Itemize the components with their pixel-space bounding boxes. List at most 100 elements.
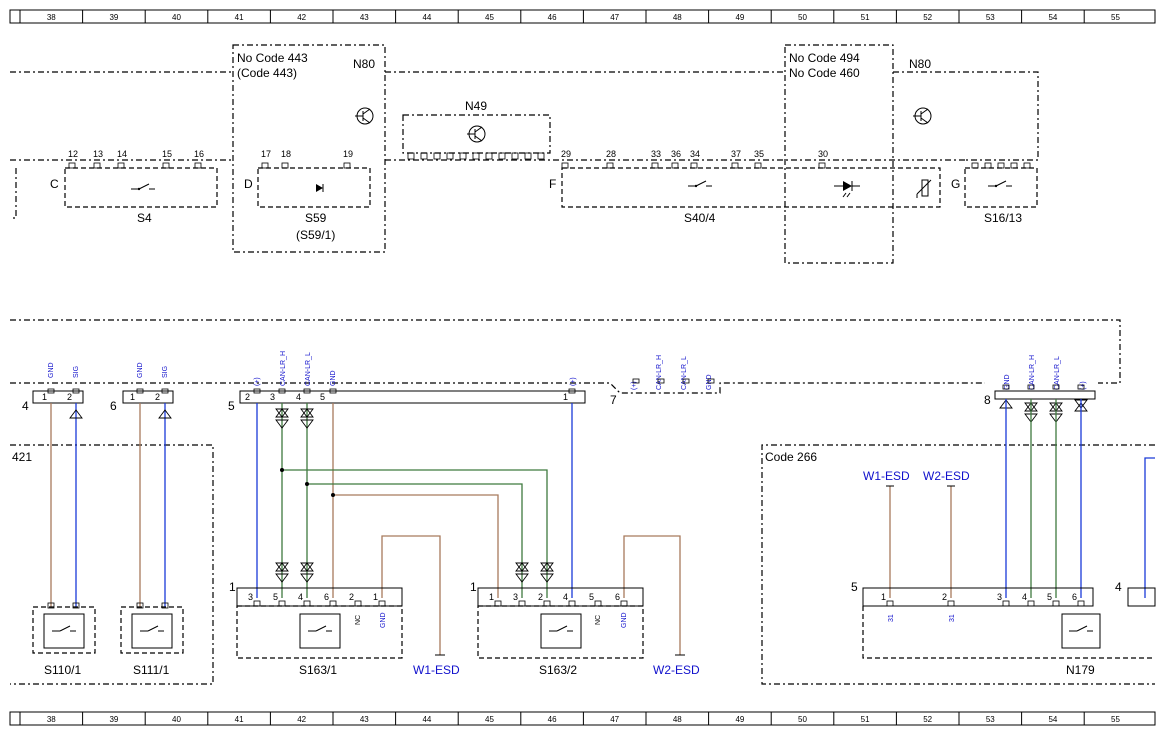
grid-col-38: 38	[47, 715, 56, 724]
c5-sig-gnd: GND	[330, 370, 337, 386]
grid-col-49: 49	[735, 13, 744, 22]
c4-sig-sig: SIG	[73, 366, 80, 378]
n49-label: N49	[465, 99, 487, 113]
c-pin-12: 12	[68, 149, 78, 159]
f-pin-37: 37	[731, 149, 741, 159]
c-pin-13: 13	[93, 149, 103, 159]
led-icon-s40-4	[834, 181, 860, 198]
w1-esd-label: W1-ESD	[413, 663, 460, 677]
f-pin-35: 35	[754, 149, 764, 159]
f-pin-34: 34	[690, 149, 700, 159]
f-pin-30: 30	[818, 149, 828, 159]
c-pin-16: 16	[194, 149, 204, 159]
grid-col-43: 43	[360, 715, 369, 724]
w2-esd-label-top: W2-ESD	[923, 469, 970, 483]
box-421-label: 421	[12, 450, 32, 464]
n179-pin31-a: 31	[888, 614, 895, 622]
transistor-icon-n80-1	[355, 107, 374, 125]
code-box-1-line2: (Code 443)	[237, 66, 297, 80]
s16-13-label: S16/13	[984, 211, 1022, 225]
n80-label-1: N80	[353, 57, 375, 71]
s163-1-gnd: GND	[380, 612, 387, 628]
n179-pin-6: 6	[1072, 592, 1077, 602]
c6-pin-2: 2	[155, 392, 160, 402]
grid-col-44: 44	[422, 13, 431, 22]
n179-pin-2: 2	[942, 592, 947, 602]
n179-pin-5: 5	[1047, 592, 1052, 602]
grid-col-39: 39	[109, 715, 118, 724]
c7-sig-gnd: GND	[706, 374, 713, 390]
s163-2-box	[477, 605, 644, 659]
c6-sig-gnd: GND	[137, 362, 144, 378]
grid-col-54: 54	[1048, 715, 1057, 724]
connector-g-label: G	[951, 177, 960, 191]
led-icon-s59	[316, 184, 324, 192]
grid-col-45: 45	[485, 13, 494, 22]
n80-label-2: N80	[909, 57, 931, 71]
grid-col-51: 51	[861, 715, 870, 724]
c6-pin-1: 1	[130, 392, 135, 402]
s110-box	[32, 606, 96, 654]
s111-box	[120, 606, 184, 654]
d-pin-19: 19	[343, 149, 353, 159]
s163-1-pin-3: 3	[248, 592, 253, 602]
potentiometer-icon-s40-4	[916, 179, 932, 198]
switch-icon-s110	[52, 625, 76, 632]
w1-esd-label-top: W1-ESD	[863, 469, 910, 483]
grid-col-44: 44	[422, 715, 431, 724]
grid-col-49: 49	[735, 715, 744, 724]
grid-col-53: 53	[986, 715, 995, 724]
n179-pin-3: 3	[997, 592, 1002, 602]
s163-2-gnd: GND	[621, 612, 628, 628]
code-box-2-line2: No Code 460	[789, 66, 860, 80]
s4-label: S4	[137, 211, 152, 225]
grid-col-38: 38	[47, 13, 56, 22]
s163-1-pin-5: 5	[273, 592, 278, 602]
s163-2-pin-1: 1	[489, 592, 494, 602]
s163-2-pin-3: 3	[513, 592, 518, 602]
s163-2-pin-5: 5	[589, 592, 594, 602]
s110-label: S110/1	[44, 663, 81, 677]
s40-4-label: S40/4	[684, 211, 716, 225]
grid-col-42: 42	[297, 13, 306, 22]
switch-icon-n179	[1069, 625, 1093, 632]
grid-col-51: 51	[861, 13, 870, 22]
c5-pin-5: 5	[320, 392, 325, 402]
s163-2-pin-2: 2	[538, 592, 543, 602]
connector-7-label: 7	[610, 393, 617, 407]
c4-sig-gnd: GND	[48, 362, 55, 378]
s16-13-box	[964, 167, 1038, 208]
connector-5-label: 5	[228, 399, 235, 413]
w2-esd-label: W2-ESD	[653, 663, 700, 677]
c7-sig-can-l: CAN-LR_L	[681, 356, 688, 390]
grid-col-41: 41	[235, 13, 244, 22]
grid-col-46: 46	[548, 715, 557, 724]
s163-1-pin-2: 2	[349, 592, 354, 602]
n179-conn2-label: 4	[1115, 580, 1122, 594]
grid-col-41: 41	[235, 715, 244, 724]
grid-col-55: 55	[1111, 715, 1120, 724]
d-pin-17: 17	[261, 149, 271, 159]
c7-sig-can-h: CAN-LR_H	[656, 355, 663, 390]
c8-sig-plus: (+)	[1080, 381, 1087, 390]
s163-2-label: S163/2	[539, 663, 577, 677]
c-pin-14: 14	[117, 149, 127, 159]
connector-4-label: 4	[22, 399, 29, 413]
c-pin-15: 15	[162, 149, 172, 159]
n49-box	[402, 114, 551, 154]
grid-col-47: 47	[610, 715, 619, 724]
code-box-1-line1: No Code 443	[237, 51, 308, 65]
s40-4-box	[561, 167, 941, 208]
switch-icon-s16-13	[988, 180, 1012, 188]
f-pin-29: 29	[561, 149, 571, 159]
s59-alt-label: (S59/1)	[296, 228, 335, 242]
code-443-box	[232, 44, 386, 253]
grid-col-45: 45	[485, 715, 494, 724]
n179-pin-4: 4	[1022, 592, 1027, 602]
connector-d-label: D	[244, 177, 253, 191]
s163-2-conn-label: 1	[470, 580, 477, 594]
switch-icon-s111	[140, 625, 164, 632]
c5-sig-can-l: CAN-LR_L	[305, 352, 312, 386]
